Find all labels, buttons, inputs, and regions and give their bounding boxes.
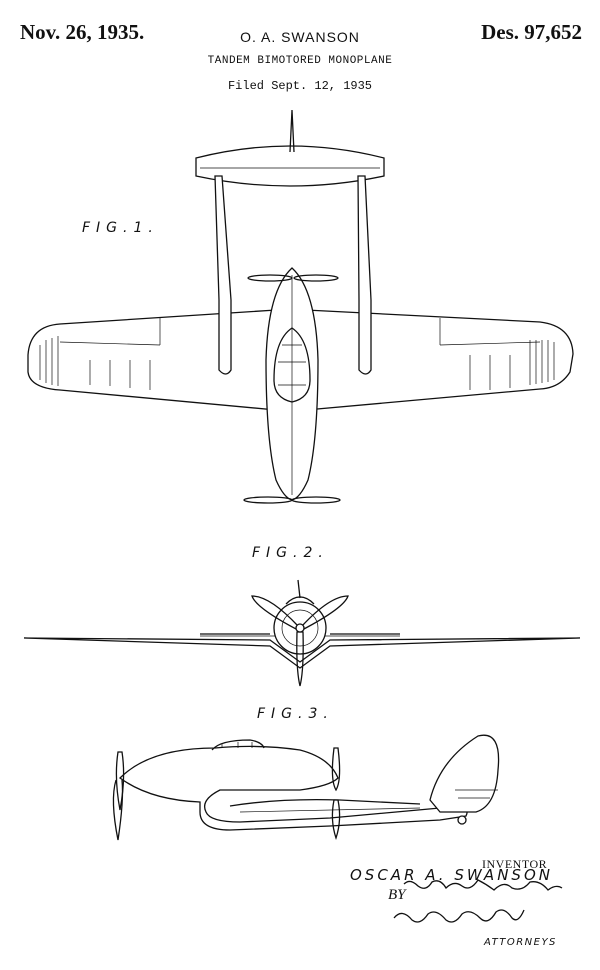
propeller-blade-upper-right bbox=[301, 595, 349, 632]
right-tail-boom bbox=[357, 175, 372, 375]
side-canopy bbox=[211, 739, 265, 751]
main-wing bbox=[27, 309, 574, 411]
fig-1-label: FIG.1. bbox=[82, 220, 159, 236]
fuselage-side bbox=[119, 745, 468, 831]
filed-date: Filed Sept. 12, 1935 bbox=[227, 79, 373, 93]
fig-2-label: FIG.2. bbox=[252, 545, 329, 561]
tail-fin bbox=[429, 734, 500, 813]
attorney-signatures bbox=[393, 879, 563, 923]
fig-1-plan-view bbox=[27, 109, 574, 504]
front-wing bbox=[23, 637, 581, 669]
propeller-blade-upper-left bbox=[251, 595, 299, 632]
front-propeller-left bbox=[247, 274, 293, 282]
front-propeller-right bbox=[293, 274, 339, 282]
inventor-label: INVENTOR bbox=[482, 857, 548, 871]
attorneys-label: ATTORNEYS bbox=[484, 937, 557, 948]
rear-propeller-right bbox=[291, 496, 341, 504]
canopy bbox=[273, 327, 311, 403]
tail-wheel bbox=[457, 815, 467, 825]
propeller-hub bbox=[295, 623, 305, 633]
inventor-header: O. A. SWANSON bbox=[240, 29, 360, 45]
tail-plane bbox=[195, 145, 385, 187]
inventor-name: OSCAR A. SWANSON bbox=[350, 866, 553, 884]
fig-2-front-view bbox=[23, 579, 581, 687]
propeller-blade-lower bbox=[296, 631, 304, 687]
fig-3-label: FIG.3. bbox=[257, 706, 334, 722]
design-number: Des. 97,652 bbox=[481, 20, 582, 44]
patent-title: TANDEM BIMOTORED MONOPLANE bbox=[207, 55, 393, 67]
front-propeller-side bbox=[115, 751, 125, 811]
left-tail-boom bbox=[214, 175, 232, 375]
rear-propeller-left bbox=[243, 496, 293, 504]
wing-hatching bbox=[39, 336, 555, 390]
fig-3-side-view bbox=[112, 734, 500, 841]
rear-propeller-side bbox=[331, 747, 341, 792]
patent-date: Nov. 26, 1935. bbox=[20, 20, 145, 44]
by-label: BY bbox=[388, 887, 406, 903]
